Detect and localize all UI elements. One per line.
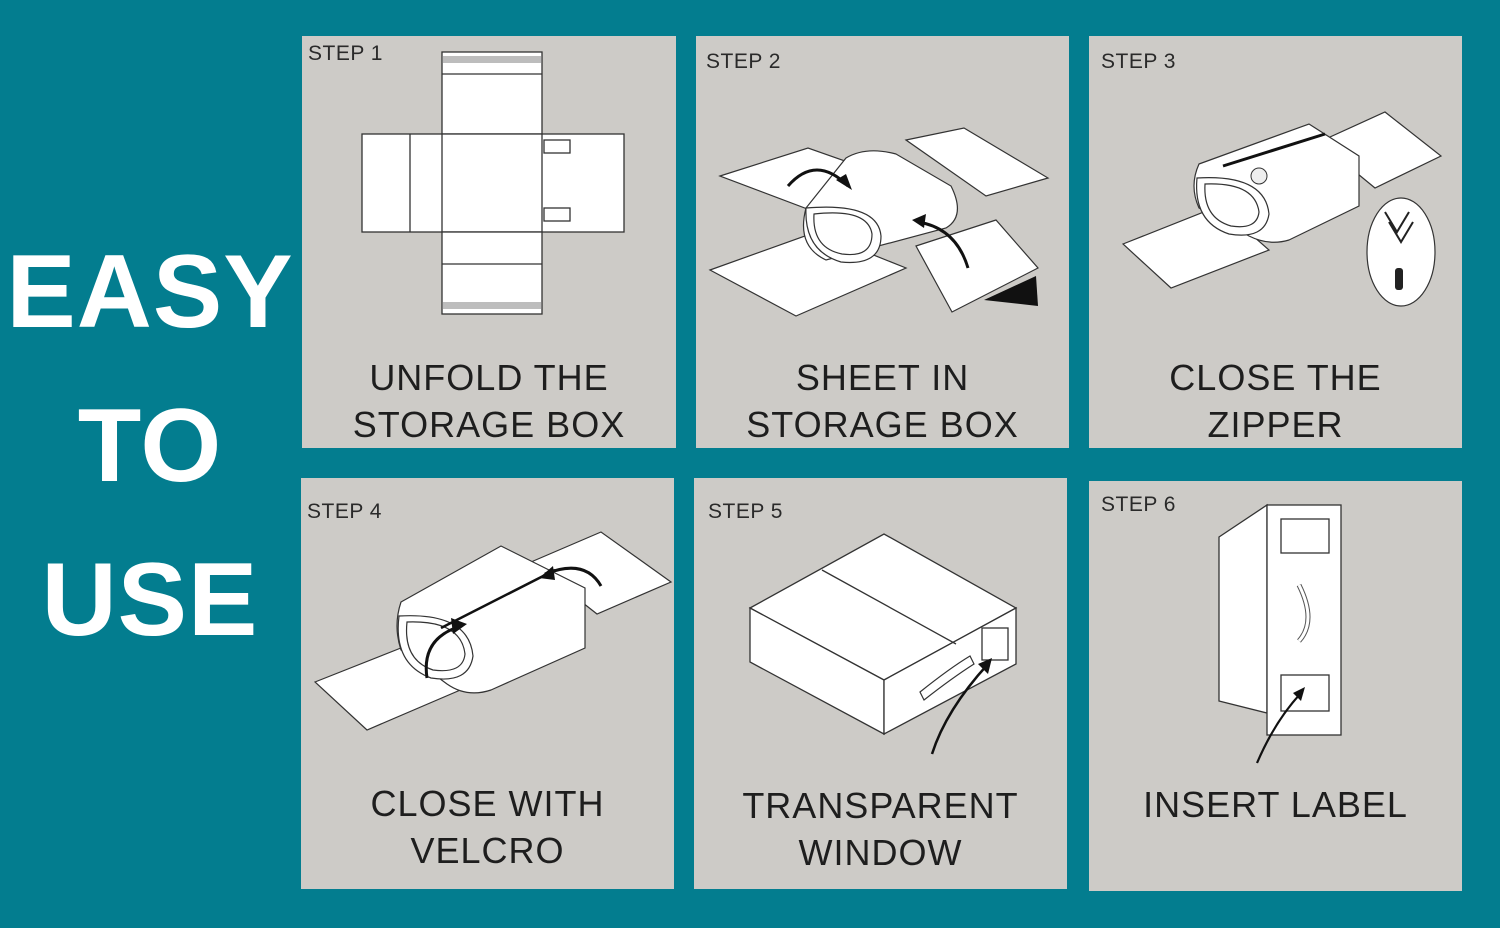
closed-box-icon — [748, 533, 1018, 755]
step-label: STEP 1 — [308, 42, 383, 65]
headline-line-3: USE — [41, 542, 259, 658]
step-label: STEP 4 — [307, 500, 382, 523]
step-caption: UNFOLD THE STORAGE BOX — [302, 354, 676, 448]
folded-sheet-icon — [708, 127, 1050, 317]
upright-box-icon — [1218, 503, 1342, 764]
step-caption: INSERT LABEL — [1089, 781, 1462, 828]
caption-line-1: SHEET IN — [795, 357, 970, 398]
headline-line-1: EASY — [6, 234, 294, 350]
headline-line-2: TO — [77, 388, 223, 504]
caption-line-1: TRANSPARENT — [742, 785, 1019, 826]
headline: EASY TO USE — [0, 215, 300, 677]
caption-line-2: STORAGE BOX — [352, 404, 626, 445]
step-caption: CLOSE THE ZIPPER — [1089, 354, 1462, 448]
step-5-panel: STEP 5 TRANSPARENT WINDOW — [694, 478, 1067, 889]
caption-line-1: INSERT LABEL — [1143, 784, 1408, 825]
step-label: STEP 2 — [706, 50, 781, 73]
step-caption: CLOSE WITH VELCRO — [301, 780, 674, 874]
velcro-box-icon — [313, 531, 673, 731]
step-1-panel: STEP 1 UNFOLD THE STORAGE BOX — [302, 36, 676, 448]
step-3-panel: STEP 3 CLOSE THE ZIPPER — [1089, 36, 1462, 448]
caption-line-1: CLOSE WITH — [370, 783, 605, 824]
caption-line-2: ZIPPER — [1207, 404, 1344, 445]
step-caption: SHEET IN STORAGE BOX — [696, 354, 1069, 448]
step-4-panel: STEP 4 CLOSE WITH VELCRO — [301, 478, 674, 889]
step-caption: TRANSPARENT WINDOW — [694, 782, 1067, 876]
caption-line-2: STORAGE BOX — [746, 404, 1019, 445]
zipper-icon — [1121, 111, 1443, 307]
step-6-panel: STEP 6 INSERT LABEL — [1089, 481, 1462, 891]
unfolded-box-icon — [361, 51, 625, 315]
caption-line-1: UNFOLD THE — [369, 357, 609, 398]
caption-line-2: WINDOW — [798, 832, 963, 873]
step-label: STEP 5 — [708, 500, 783, 523]
step-2-panel: STEP 2 SHEET IN STORAGE BOX — [696, 36, 1069, 448]
step-label: STEP 3 — [1101, 50, 1176, 73]
caption-line-1: CLOSE THE — [1169, 357, 1382, 398]
step-label: STEP 6 — [1101, 493, 1176, 516]
caption-line-2: VELCRO — [410, 830, 565, 871]
